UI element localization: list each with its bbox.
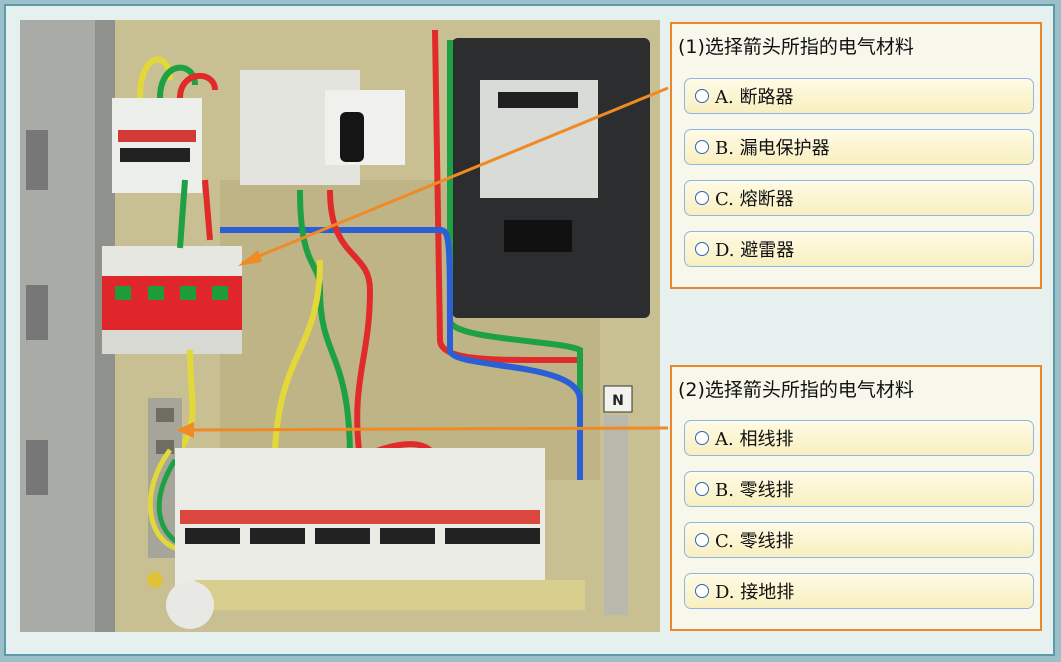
q2-option-a-label: A. 相线排 [715, 429, 794, 450]
q1-option-d-label: D. 避雷器 [715, 240, 795, 261]
radio-icon[interactable] [695, 242, 709, 256]
q1-option-a-label: A. 断路器 [715, 87, 794, 108]
electrical-panel-photo: N [20, 20, 660, 632]
question-2-panel: (2)选择箭头所指的电气材料 A. 相线排 B. 零线排 C. 零线排 D. 接… [670, 365, 1042, 631]
q1-option-b-label: B. 漏电保护器 [715, 138, 830, 159]
radio-icon[interactable] [695, 482, 709, 496]
q1-option-a[interactable]: A. 断路器 [684, 78, 1034, 114]
q1-option-c-label: C. 熔断器 [715, 189, 794, 210]
radio-icon[interactable] [695, 584, 709, 598]
radio-icon[interactable] [695, 140, 709, 154]
radio-icon[interactable] [695, 191, 709, 205]
q1-option-b[interactable]: B. 漏电保护器 [684, 129, 1034, 165]
q1-option-d[interactable]: D. 避雷器 [684, 231, 1034, 267]
q2-option-b-label: B. 零线排 [715, 480, 794, 501]
radio-icon[interactable] [695, 89, 709, 103]
q2-option-a[interactable]: A. 相线排 [684, 420, 1034, 456]
radio-icon[interactable] [695, 533, 709, 547]
question-1-panel: (1)选择箭头所指的电气材料 A. 断路器 B. 漏电保护器 C. 熔断器 D.… [670, 22, 1042, 289]
q2-option-d-label: D. 接地排 [715, 582, 795, 603]
q1-option-c[interactable]: C. 熔断器 [684, 180, 1034, 216]
question-2-title: (2)选择箭头所指的电气材料 [678, 379, 914, 401]
radio-icon[interactable] [695, 431, 709, 445]
q2-option-b[interactable]: B. 零线排 [684, 471, 1034, 507]
question-1-title: (1)选择箭头所指的电气材料 [678, 36, 914, 58]
q2-option-c-label: C. 零线排 [715, 531, 794, 552]
q2-option-c[interactable]: C. 零线排 [684, 522, 1034, 558]
q2-option-d[interactable]: D. 接地排 [684, 573, 1034, 609]
neutral-sign: N [612, 393, 624, 409]
